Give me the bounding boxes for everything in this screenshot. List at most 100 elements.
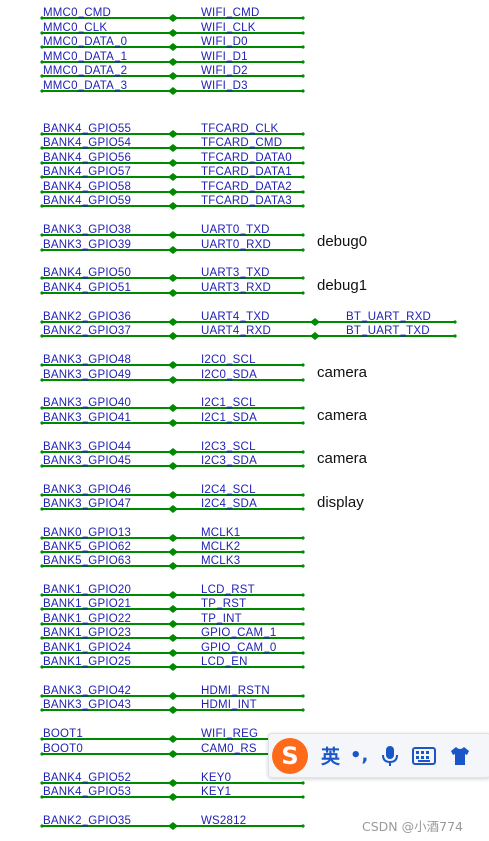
wire-end-dot: [40, 824, 44, 828]
wire-end-dot: [40, 175, 44, 179]
wire-end-dot: [40, 320, 44, 324]
net-junction: [168, 706, 178, 714]
net-label-left: BANK3_GPIO48: [43, 354, 131, 366]
wire-end-dot: [301, 45, 305, 49]
wire-end-dot: [40, 161, 44, 165]
net-label-left: BANK4_GPIO56: [43, 152, 131, 164]
net-junction: [168, 144, 178, 152]
wire-end-dot: [301, 781, 305, 785]
net-label-right: WIFI_CLK: [201, 22, 256, 34]
net-label-left: BANK1_GPIO21: [43, 598, 131, 610]
net-label-right: UART0_RXD: [201, 239, 271, 251]
net-junction: [168, 534, 178, 542]
wire-end-dot: [301, 276, 305, 280]
wire-end-dot: [301, 60, 305, 64]
net-junction: [168, 58, 178, 66]
net-label-right: HDMI_RSTN: [201, 685, 270, 697]
net-junction: [168, 173, 178, 181]
net-label-left: BOOT1: [43, 728, 83, 740]
wire-end-dot: [40, 363, 44, 367]
net-junction: [168, 649, 178, 657]
wire-end-dot: [301, 536, 305, 540]
ime-language-toggle[interactable]: 英: [321, 746, 341, 768]
ime-toolbar[interactable]: S 英 •,: [268, 733, 489, 778]
net-junction: [168, 72, 178, 80]
wire-end-dot: [40, 248, 44, 252]
net-label-right: TFCARD_DATA2: [201, 181, 292, 193]
net-label-right: WIFI_REG: [201, 728, 258, 740]
group-note: debug1: [317, 277, 367, 294]
wire-end-dot: [40, 694, 44, 698]
net-label-right: UART4_TXD: [201, 311, 270, 323]
net-junction: [168, 29, 178, 37]
wire-end-dot: [301, 132, 305, 136]
net-label-left: BANK3_GPIO41: [43, 412, 131, 424]
watermark: CSDN @小酒774: [362, 819, 463, 834]
net-label-left: BANK4_GPIO54: [43, 137, 131, 149]
group-note: camera: [317, 450, 368, 467]
wire-end-dot: [301, 74, 305, 78]
net-junction: [168, 43, 178, 51]
net-junction: [168, 332, 178, 340]
net-label-left: BANK5_GPIO63: [43, 555, 131, 567]
wire-end-dot: [40, 781, 44, 785]
wire-end-dot: [301, 175, 305, 179]
net-junction: [168, 505, 178, 513]
wire-end-dot: [301, 593, 305, 597]
net-label-left: BANK3_GPIO49: [43, 369, 131, 381]
net-label-left: MMC0_DATA_2: [43, 65, 127, 77]
wire-end-dot: [40, 507, 44, 511]
wire-end-dot: [301, 146, 305, 150]
net-label-right: GPIO_CAM_0: [201, 642, 277, 654]
wire-end-dot: [40, 291, 44, 295]
net-label-left: BANK3_GPIO40: [43, 397, 131, 409]
net-label-right: I2C1_SCL: [201, 397, 256, 409]
wire-end-dot: [301, 564, 305, 568]
net-label-left: BOOT0: [43, 743, 83, 755]
sogou-logo-icon[interactable]: S: [272, 737, 308, 774]
wire-end-dot: [301, 16, 305, 20]
net-label-right: LCD_RST: [201, 584, 255, 596]
net-label-left: BANK3_GPIO38: [43, 224, 131, 236]
net-label-extra: BT_UART_RXD: [346, 311, 431, 323]
net-label-left: MMC0_CLK: [43, 22, 107, 34]
group-note: debug0: [317, 233, 367, 250]
net-label-left: MMC0_DATA_0: [43, 36, 127, 48]
net-label-left: BANK1_GPIO20: [43, 584, 131, 596]
net-label-right: I2C3_SDA: [201, 455, 257, 467]
wire-end-dot: [301, 607, 305, 611]
skin-shirt-icon[interactable]: [450, 746, 470, 766]
wire-end-dot: [40, 74, 44, 78]
net-label-right: GPIO_CAM_1: [201, 627, 277, 639]
wire-end-dot: [301, 636, 305, 640]
wire-end-dot: [40, 378, 44, 382]
net-label-right: MCLK1: [201, 527, 240, 539]
net-junction: [168, 663, 178, 671]
net-label-right: TFCARD_DATA0: [201, 152, 292, 164]
net-junction: [168, 246, 178, 254]
wire-end-dot: [40, 421, 44, 425]
wire-end-dot: [301, 493, 305, 497]
net-junction: [168, 779, 178, 787]
net-label-right: WIFI_CMD: [201, 7, 259, 19]
net-junction: [168, 822, 178, 830]
wire-end-dot: [40, 708, 44, 712]
wire-end-dot: [301, 31, 305, 35]
wire-end-dot: [301, 204, 305, 208]
wire-end-dot: [453, 320, 457, 324]
keyboard-icon[interactable]: [412, 746, 437, 765]
net-label-left: BANK4_GPIO51: [43, 282, 131, 294]
ime-punctuation-toggle[interactable]: •,: [350, 745, 369, 766]
net-junction: [310, 332, 320, 340]
net-label-left: MMC0_DATA_3: [43, 80, 127, 92]
wire-end-dot: [301, 291, 305, 295]
net-label-left: BANK3_GPIO46: [43, 484, 131, 496]
net-label-left: BANK4_GPIO50: [43, 267, 131, 279]
wire-end-dot: [40, 31, 44, 35]
net-junction: [168, 231, 178, 239]
net-label-right: TFCARD_CMD: [201, 137, 282, 149]
net-junction: [168, 376, 178, 384]
wire-end-dot: [40, 737, 44, 741]
net-label-right: MCLK2: [201, 541, 240, 553]
microphone-icon[interactable]: [382, 745, 399, 767]
